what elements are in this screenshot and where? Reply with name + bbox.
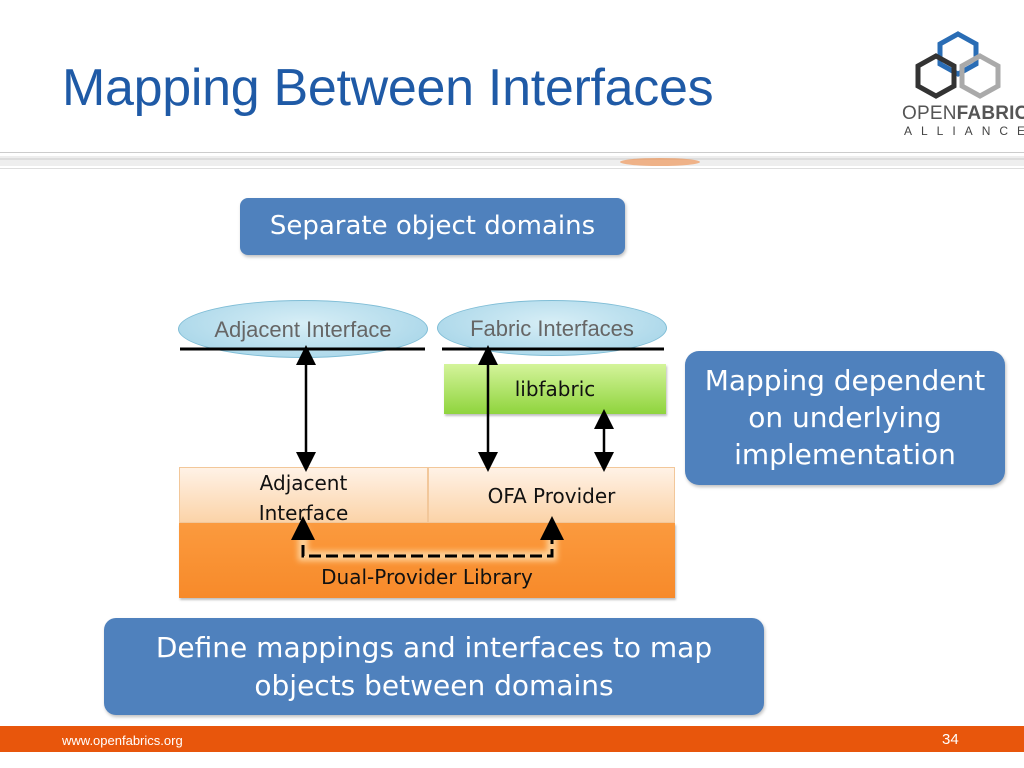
mapping-dependent-line2: on underlying (748, 401, 942, 434)
mapping-dependent-callout: Mapping dependent on underlying implemen… (685, 351, 1005, 485)
define-mappings-line1: Define mappings and interfaces to map (155, 631, 713, 664)
libfabric-box: libfabric (444, 364, 666, 414)
adjacent-interface-cell-line2: Interface (258, 501, 349, 525)
define-mappings-callout: Define mappings and interfaces to map ob… (104, 618, 764, 715)
mapping-dependent-line1: Mapping dependent (704, 364, 986, 397)
fabric-interfaces-ellipse: Fabric Interfaces (437, 300, 667, 356)
adjacent-interface-ellipse: Adjacent Interface (178, 300, 428, 358)
separate-domains-callout: Separate object domains (240, 198, 625, 255)
adjacent-interface-cell: Adjacent Interface (179, 467, 428, 525)
slide-title: Mapping Between Interfaces (62, 59, 714, 117)
dual-provider-library-label: Dual-Provider Library (321, 565, 533, 589)
openfabrics-logo-icon (915, 31, 1001, 99)
mapping-dependent-line3: implementation (734, 438, 956, 471)
header-divider (0, 152, 1024, 169)
footer-bar (0, 726, 1024, 752)
ofa-provider-cell: OFA Provider (428, 467, 675, 523)
adjacent-interface-cell-line1: Adjacent (259, 471, 348, 495)
define-mappings-line2: objects between domains (254, 669, 614, 702)
footer-url: www.openfabrics.org (62, 733, 183, 748)
logo-subtitle: ALLIANCE (904, 124, 1024, 138)
logo-wordmark: OPENFABRICS (902, 103, 1024, 124)
page-number: 34 (942, 731, 959, 748)
